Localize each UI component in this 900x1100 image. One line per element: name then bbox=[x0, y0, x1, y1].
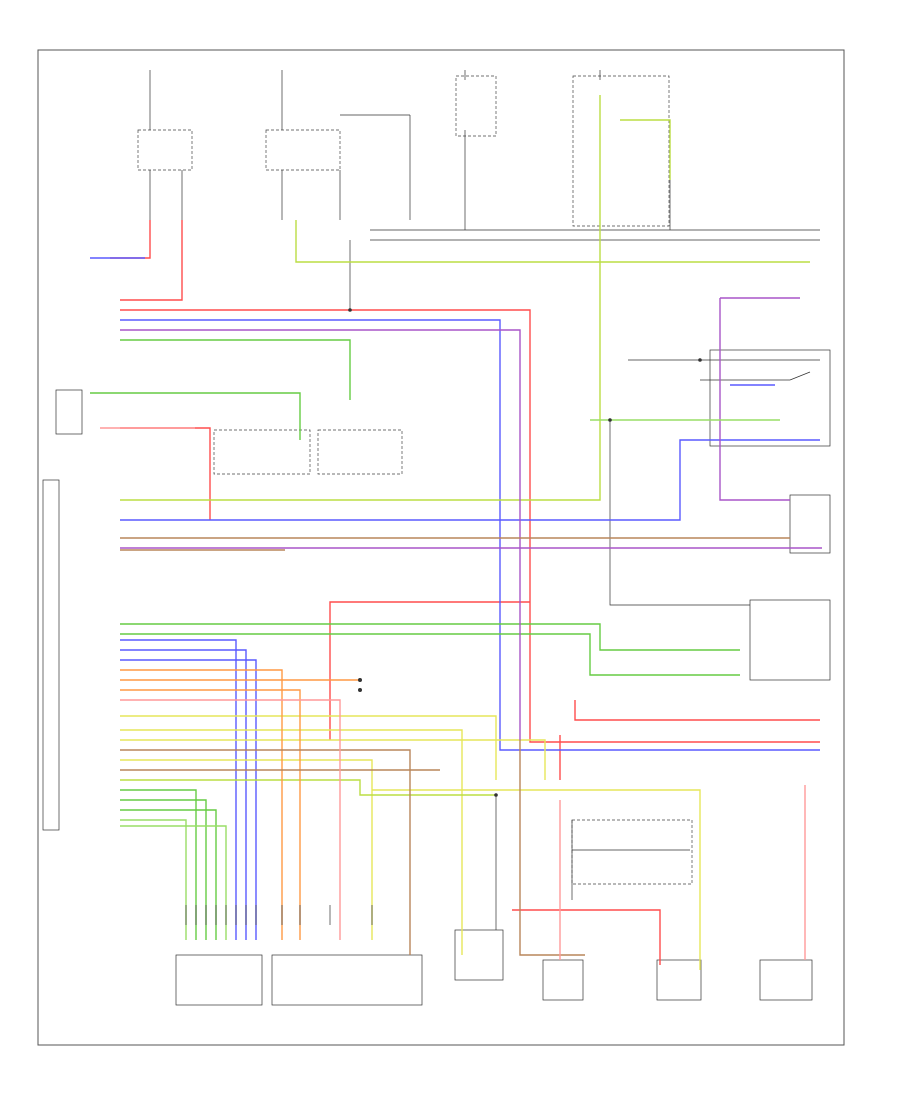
switch-box bbox=[572, 75, 670, 227]
control-unit-1 bbox=[213, 429, 311, 475]
ltgreen-wire bbox=[120, 419, 780, 940]
splice-dot bbox=[608, 418, 612, 422]
relay-small-box bbox=[789, 494, 831, 554]
ygreen-wire bbox=[120, 95, 810, 796]
lamp-unit bbox=[759, 959, 813, 1001]
pink-wire bbox=[100, 427, 806, 960]
diagram-border bbox=[37, 49, 845, 1046]
front-panel-connector bbox=[175, 954, 263, 1006]
splice-dot bbox=[698, 358, 702, 362]
lower-connector bbox=[271, 954, 423, 1006]
sensor-unit-b bbox=[542, 959, 584, 1001]
relay-box-3 bbox=[455, 75, 497, 137]
sensor-box-left bbox=[55, 389, 83, 435]
right-switch-box bbox=[709, 349, 831, 447]
splice-dot bbox=[358, 688, 362, 692]
colored-wires bbox=[90, 95, 822, 970]
orange-wire bbox=[120, 669, 360, 940]
sensor-unit-c bbox=[656, 959, 702, 1001]
splice-dot bbox=[494, 793, 498, 797]
splice-dot bbox=[348, 308, 352, 312]
violet-wire bbox=[120, 297, 822, 740]
relay-box-1 bbox=[137, 129, 193, 171]
component-boxes bbox=[55, 75, 831, 1006]
control-module-connector bbox=[42, 479, 60, 831]
junction-box-lower bbox=[571, 819, 693, 885]
splice-dot bbox=[358, 678, 362, 682]
blue-wire bbox=[90, 257, 820, 940]
module-box-right bbox=[749, 599, 831, 681]
black-wires bbox=[149, 70, 820, 930]
splice-dots bbox=[348, 308, 702, 797]
relay-box-2 bbox=[265, 129, 341, 171]
red-wire bbox=[110, 220, 820, 965]
harness-pins bbox=[185, 905, 373, 925]
brown-wire bbox=[120, 537, 790, 956]
sensor-unit-a bbox=[454, 929, 504, 981]
yellow-wire bbox=[120, 715, 701, 970]
green-wire bbox=[90, 339, 740, 940]
control-unit-2 bbox=[317, 429, 403, 475]
